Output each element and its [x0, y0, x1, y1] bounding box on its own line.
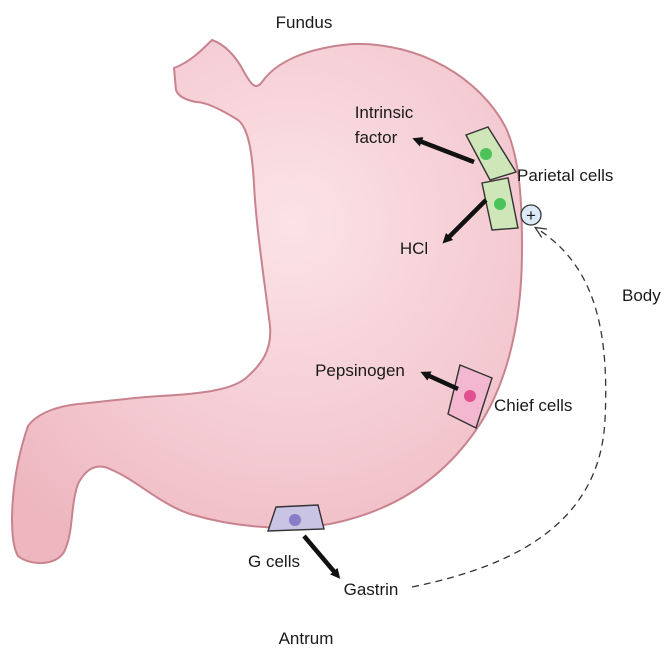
- svg-text:+: +: [526, 206, 536, 225]
- stomach-outline: [12, 40, 522, 563]
- chief-nucleus: [464, 390, 476, 402]
- label-intrinsic-factor-1: Intrinsic: [355, 103, 414, 122]
- g-cell: [268, 505, 324, 531]
- label-fundus: Fundus: [276, 13, 333, 32]
- g-nucleus: [289, 514, 301, 526]
- parietal-nucleus-upper: [480, 148, 492, 160]
- label-body: Body: [622, 286, 661, 305]
- label-g-cells: G cells: [248, 552, 300, 571]
- label-parietal-cells: Parietal cells: [517, 166, 613, 185]
- label-pepsinogen: Pepsinogen: [315, 361, 405, 380]
- stimulation-plus-icon: +: [521, 205, 541, 225]
- label-chief-cells: Chief cells: [494, 396, 572, 415]
- parietal-nucleus-lower: [494, 198, 506, 210]
- label-gastrin: Gastrin: [344, 580, 399, 599]
- label-hcl: HCl: [400, 239, 428, 258]
- label-intrinsic-factor-2: factor: [355, 128, 398, 147]
- arrow-gastrin: [304, 536, 337, 575]
- label-antrum: Antrum: [279, 629, 334, 648]
